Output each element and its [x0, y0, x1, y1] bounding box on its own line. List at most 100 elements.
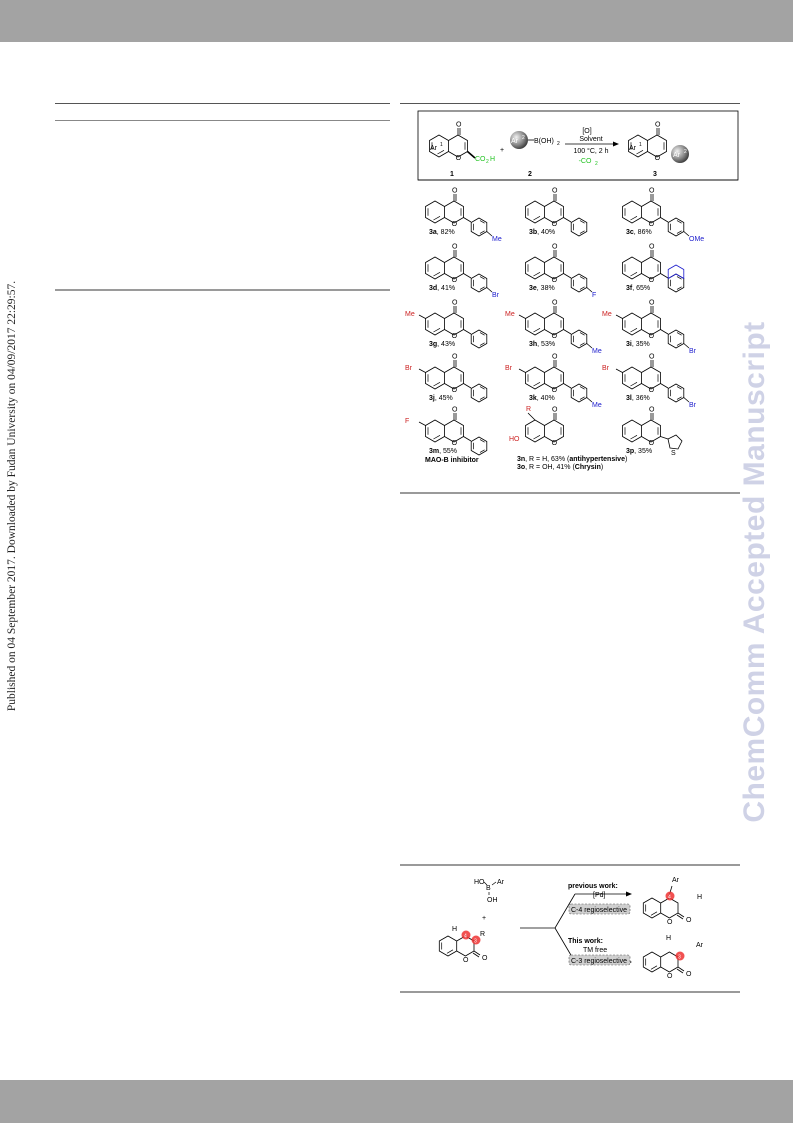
scheme1-top-rule	[400, 103, 740, 104]
svg-text:Br: Br	[505, 365, 513, 372]
product-3m: F3m, 55%	[405, 406, 488, 456]
product-3f: 3f, 65%	[622, 243, 685, 293]
scheme2-bottom-rule	[400, 991, 740, 993]
product-3d-label: 3d, 41%	[429, 285, 455, 292]
svg-text:3: 3	[678, 955, 681, 961]
svg-text:Me: Me	[592, 348, 602, 355]
product-3a: Me 3a, 82%	[425, 187, 502, 243]
svg-text:2: 2	[557, 141, 560, 147]
previous-work-label: previous work:	[568, 883, 618, 890]
table-bottom-rule	[55, 289, 390, 291]
product-3-structure: Ar 1 Ar 2 3	[628, 121, 689, 178]
c3-regioselective-badge: C-3 regioselective	[571, 958, 627, 965]
coumarin-substrate: H R O O 4 3	[438, 926, 488, 964]
scheme1-bottom-rule	[400, 492, 740, 494]
c3-product: H Ar O O 3	[642, 935, 704, 980]
svg-text:Br: Br	[689, 348, 697, 355]
product-3o-label: 3o, R = OH, 41% (Chrysin)	[517, 464, 603, 471]
svg-text:H: H	[452, 926, 457, 933]
c4-product: Ar H O O 4	[642, 877, 702, 926]
product-3j-label: 3j, 45%	[429, 395, 453, 402]
product-3c-label: 3c, 86%	[626, 229, 652, 236]
svg-text:OMe: OMe	[689, 236, 704, 243]
svg-text:F: F	[592, 292, 596, 299]
svg-text:-CO: -CO	[579, 158, 592, 165]
boronic-acid: HO B Ar OH	[474, 879, 505, 904]
reactant-1-structure: Ar 1 CO 2 H 1	[429, 121, 495, 178]
svg-text:Br: Br	[689, 402, 697, 409]
svg-text:Ar: Ar	[497, 879, 505, 886]
product-3p-label: 3p, 35%	[626, 448, 652, 455]
reactant-2-structure: Ar 2 B(OH) 2 2	[510, 131, 560, 178]
product-3i-label: 3i, 35%	[626, 341, 650, 348]
scheme2-figure: HO B Ar OH + H R O O 4 3 previous work: …	[438, 877, 704, 980]
product-label: 3	[653, 171, 657, 178]
mao-b-inhibitor-label: MAO-B inhibitor	[425, 457, 479, 464]
svg-text:Ar: Ar	[511, 138, 519, 145]
svg-text:2: 2	[486, 159, 489, 165]
svg-text:O: O	[482, 955, 488, 962]
svg-text:TM free: TM free	[583, 947, 607, 954]
svg-text:HO: HO	[509, 436, 520, 443]
svg-text:HO: HO	[474, 879, 485, 886]
product-3c: OMe 3c, 86%	[622, 187, 704, 243]
svg-text:2: 2	[595, 161, 598, 167]
svg-text:Solvent: Solvent	[579, 136, 602, 143]
svg-text:S: S	[671, 450, 676, 457]
svg-text:R: R	[526, 406, 531, 413]
svg-text:4: 4	[668, 895, 671, 901]
svg-text:O: O	[667, 919, 673, 926]
product-3i: Br Me 3i, 35%	[602, 299, 697, 355]
svg-text:100 °C, 2 h: 100 °C, 2 h	[573, 147, 608, 155]
svg-text:Ar: Ar	[629, 145, 637, 152]
svg-text:Me: Me	[405, 311, 415, 318]
svg-text:1: 1	[440, 142, 443, 148]
product-3f-label: 3f, 65%	[626, 285, 650, 292]
svg-text:Me: Me	[505, 311, 515, 318]
table-top-rule	[55, 103, 390, 104]
svg-text:CO: CO	[475, 156, 486, 163]
svg-text:O: O	[686, 917, 692, 924]
svg-text:1: 1	[639, 142, 642, 148]
product-grid: Me 3a, 82% 3b, 40% OMe 3c, 86% Br 3d, 41% F 3e, …	[405, 187, 704, 471]
svg-text:O: O	[463, 957, 469, 964]
product-3h-label: 3h, 53%	[529, 341, 555, 348]
plus-sign: +	[500, 147, 504, 154]
branch-arrows	[520, 891, 632, 965]
svg-text:Ar: Ar	[673, 152, 681, 159]
svg-text:[Pd]: [Pd]	[593, 892, 606, 899]
svg-text:H: H	[697, 894, 702, 901]
svg-text:O: O	[686, 971, 692, 978]
reaction-arrow: [O] Solvent 100 °C, 2 h -CO 2	[565, 128, 619, 167]
svg-text:Me: Me	[492, 236, 502, 243]
svg-text:Me: Me	[592, 402, 602, 409]
header-band	[0, 0, 793, 42]
product-3g-label: 3g, 43%	[429, 341, 455, 348]
svg-text:Br: Br	[492, 292, 500, 299]
c4-regioselective-badge: C-4 regioselective	[571, 907, 627, 914]
reactant-2-label: 2	[528, 171, 532, 178]
publication-note: Published on 04 September 2017. Download…	[6, 280, 18, 712]
svg-text:3: 3	[474, 939, 477, 945]
product-3e-label: 3e, 38%	[529, 285, 555, 292]
product-3d: Br 3d, 41%	[425, 243, 500, 299]
product-3p: S 3p, 35%	[622, 406, 683, 457]
product-3g: Me 3g, 43%	[405, 299, 488, 349]
svg-text:H: H	[490, 156, 495, 163]
svg-text:R: R	[480, 931, 485, 938]
svg-text:[O]: [O]	[582, 128, 591, 135]
scheme1-figure: O O Ar 1 CO 2 H 1 + Ar 2 B(OH) 2 2	[405, 110, 739, 471]
table-header-rule	[55, 120, 390, 121]
reactant-1-label: 1	[450, 171, 454, 178]
this-work-label: This work:	[568, 938, 603, 945]
product-3b: 3b, 40%	[525, 187, 588, 237]
product-3a-label: 3a, 82%	[429, 229, 455, 236]
product-3k-label: 3k, 40%	[529, 395, 555, 402]
svg-text:O: O	[667, 973, 673, 980]
svg-text:Me: Me	[602, 311, 612, 318]
svg-text:B: B	[486, 885, 491, 892]
product-3l-label: 3l, 36%	[626, 395, 650, 402]
svg-text:OH: OH	[487, 897, 498, 904]
